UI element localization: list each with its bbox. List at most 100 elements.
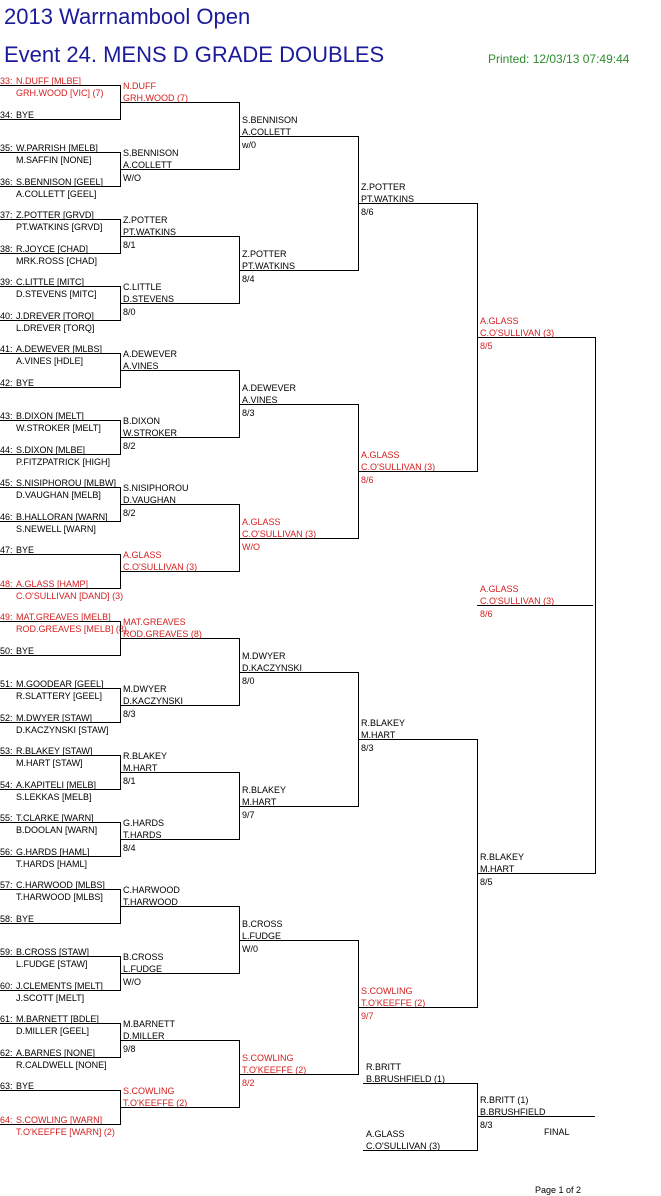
entry-player-2: C.O'SULLIVAN [DAND] (3) (16, 591, 124, 601)
match-winner-2: C.O'SULLIVAN (3) (480, 328, 555, 338)
entry-seed: 44: (0, 445, 13, 455)
match-winner-1: C.HARWOOD (123, 885, 180, 895)
entry-seed: 45: (0, 478, 13, 488)
entry-seed: 33: (0, 76, 13, 86)
match-score: W/O (123, 173, 141, 183)
entry-player-2: D.MILLER [GEEL] (16, 1026, 90, 1036)
bracket-line (0, 320, 120, 321)
match-score: 8/6 (361, 207, 374, 217)
entry-player-1: S.NISIPHOROU [MLBW] (16, 478, 117, 488)
entry-player-1: R.JOYCE [CHAD] (16, 244, 89, 254)
bracket-line (120, 638, 239, 639)
entry-seed: 38: (0, 244, 13, 254)
entry-player-1: N.DUFF [MLBE] (16, 76, 82, 86)
entry-player-1: BYE (16, 378, 35, 388)
entry-player-2: M.HART [STAW] (16, 758, 83, 768)
entry-seed: 50: (0, 646, 13, 656)
bracket-line (0, 420, 120, 421)
entry-player-2: R.CALDWELL [NONE] (16, 1060, 107, 1070)
match-winner-2: C.O'SULLIVAN (3) (361, 462, 436, 472)
entry-seed: 43: (0, 411, 13, 421)
entry-player-1: C.LITTLE [MITC] (16, 277, 85, 287)
bracket-line (239, 136, 358, 137)
match-winner-2: PT.WATKINS (242, 261, 296, 271)
champion-score: 8/3 (480, 1120, 493, 1130)
entry-seed: 63: (0, 1081, 13, 1091)
match-winner-1: MAT.GREAVES (123, 617, 186, 627)
match-winner-1: S.NISIPHOROU (123, 483, 189, 493)
bracket-line (0, 554, 120, 555)
bracket-line (363, 1083, 477, 1084)
match-winner-2: L.FUDGE (242, 931, 282, 941)
match-winner-2: T.O'KEEFFE (2) (361, 998, 426, 1008)
bracket-line (120, 370, 239, 371)
bracket-line (0, 588, 120, 589)
entry-player-2: R.SLATTERY [GEEL] (16, 691, 103, 701)
match-score: 8/0 (242, 676, 255, 686)
entry-player-2: A.COLLETT [GEEL] (16, 189, 97, 199)
match-score: 8/3 (242, 408, 255, 418)
match-score: 8/4 (242, 274, 255, 284)
bracket-line (0, 521, 120, 522)
match-score: 8/1 (123, 776, 136, 786)
entry-seed: 41: (0, 344, 13, 354)
entry-player-2: T.HARWOOD [MLBS] (16, 892, 103, 902)
entry-seed: 49: (0, 612, 13, 622)
match-winner-1: Z.POTTER (123, 215, 168, 225)
bracket-line (0, 755, 120, 756)
match-winner-2: PT.WATKINS (123, 227, 177, 237)
match-winner-1: A.GLASS (361, 450, 400, 460)
entry-player-2: S.NEWELL [WARN] (16, 524, 96, 534)
bracket-line (0, 1090, 120, 1091)
bracket-line (0, 923, 120, 924)
bracket-line (120, 906, 239, 907)
entry-seed: 52: (0, 713, 13, 723)
entry-seed: 55: (0, 813, 13, 823)
match-score: 8/5 (480, 341, 493, 351)
match-winner-1: G.HARDS (123, 818, 165, 828)
bracket-line (120, 236, 239, 237)
entry-player-1: BYE (16, 110, 35, 120)
bracket-line (0, 152, 120, 153)
entry-player-2: L.DREVER [TORQ] (16, 323, 95, 333)
page-winner-2: C.O'SULLIVAN (3) (480, 596, 555, 606)
bracket-line (0, 1057, 120, 1058)
entry-player-1: J.DREVER [TORQ] (16, 311, 94, 321)
match-winner-1: A.DEWEVER (123, 349, 178, 359)
bracket-line (358, 471, 477, 472)
entry-player-2: P.FITZPATRICK [HIGH] (16, 457, 111, 467)
match-winner-1: A.GLASS (123, 550, 162, 560)
entry-player-1: R.BLAKEY [STAW] (16, 746, 93, 756)
bracket-line (477, 605, 593, 606)
bracket-line (239, 940, 358, 941)
bracket-line (0, 956, 120, 957)
bracket-line (0, 119, 120, 120)
bracket-line (120, 973, 239, 974)
match-winner-2: T.O'KEEFFE (2) (242, 1065, 307, 1075)
entry-seed: 34: (0, 110, 13, 120)
entry-player-1: A.GLASS [HAMP] (16, 579, 89, 589)
bracket-line (239, 404, 358, 405)
entry-player-1: S.BENNISON [GEEL] (16, 177, 104, 187)
entry-player-1: BYE (16, 646, 35, 656)
match-winner-2: M.HART (242, 797, 277, 807)
match-winner-1: S.BENNISON (123, 148, 179, 158)
match-winner-1: A.GLASS (480, 316, 519, 326)
match-winner-2: T.HARWOOD (123, 897, 178, 907)
match-winner-2: D.KACZYNSKI (123, 696, 184, 706)
match-winner-2: ROD.GREAVES (8) (123, 629, 202, 639)
entry-player-1: G.HARDS [HAML] (16, 847, 90, 857)
match-score: 8/2 (242, 1078, 255, 1088)
match-winner-1: S.COWLING (123, 1086, 175, 1096)
match-score: 8/3 (123, 709, 136, 719)
bracket-line (239, 672, 358, 673)
bracket-line (239, 806, 358, 807)
bracket-line (363, 1150, 477, 1151)
match-winner-1: S.BENNISON (242, 115, 298, 125)
bracket-line (120, 504, 239, 505)
match-winner-2: D.VAUGHAN (123, 495, 176, 505)
match-winner-2: D.KACZYNSKI (242, 663, 303, 673)
entry-player-1: BYE (16, 545, 35, 555)
bracket-line (0, 487, 120, 488)
final-label: FINAL (544, 1127, 570, 1137)
